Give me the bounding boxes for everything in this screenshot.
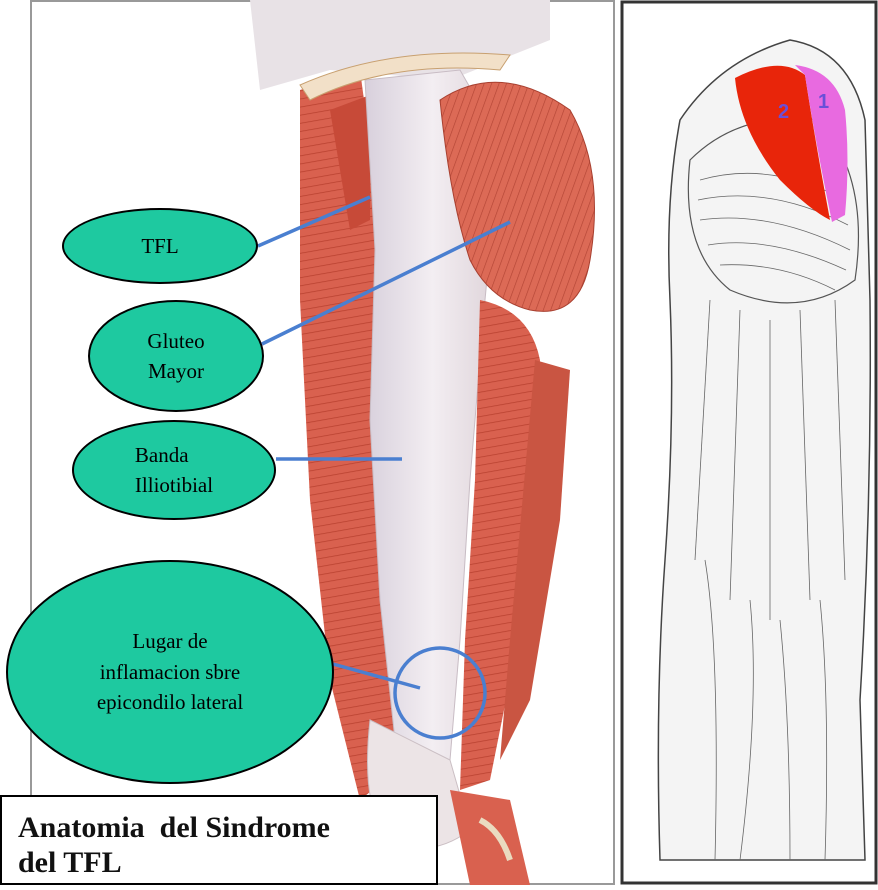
label-inflammation-site: Lugar de inflamacion sbre epicondilo lat… (6, 560, 334, 784)
label-gluteo-mayor: Gluteo Mayor (88, 300, 264, 412)
label-banda-line1: Banda (135, 440, 213, 470)
label-tfl: TFL (62, 208, 258, 284)
label-banda-illiotibial: Banda Illiotibial (72, 420, 276, 520)
label-lugar-line2: inflamacion sbre (97, 657, 243, 687)
caption-box: Anatomia del Sindrome del TFL (0, 795, 438, 885)
label-gluteo-line2: Mayor (147, 356, 204, 386)
label-lugar-line3: epicondilo lateral (97, 687, 243, 717)
label-banda-line2: Illiotibial (135, 470, 213, 500)
muscle-number-1: 1 (818, 91, 829, 113)
caption-line2: del TFL (18, 846, 422, 881)
caption-line1: Anatomia del Sindrome (18, 811, 422, 846)
right-sketch-panel: 2 1 (620, 0, 878, 885)
muscle-number-2: 2 (778, 101, 789, 123)
label-lugar-line1: Lugar de (97, 626, 243, 656)
label-tfl-text: TFL (141, 231, 178, 261)
label-gluteo-line1: Gluteo (147, 326, 204, 356)
posterior-thigh-sketch: 2 1 (620, 0, 878, 885)
